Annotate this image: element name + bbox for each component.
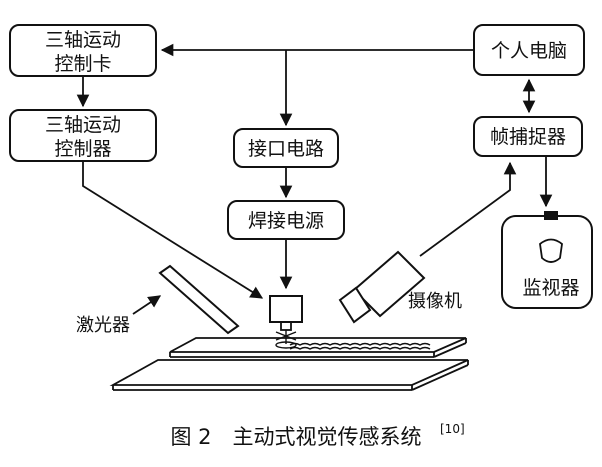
- caption-reference: [10]: [440, 422, 465, 436]
- controller-line2: 控制器: [54, 138, 111, 160]
- monitor-label: 监视器: [522, 277, 579, 299]
- monitor-connector: [544, 211, 558, 220]
- laser-label: 激光器: [76, 315, 130, 336]
- work-table: [109, 359, 469, 391]
- camera-device: [338, 250, 426, 324]
- interface-label: 接口电路: [248, 138, 324, 160]
- weld-seam: [289, 342, 431, 350]
- ctrl-card-line1: 三轴运动: [45, 29, 121, 51]
- monitor-screen-icon: [539, 238, 563, 263]
- box-frame-grabber: 帧捕捉器: [473, 116, 583, 157]
- pc-label: 个人电脑: [491, 40, 567, 62]
- box-3axis-control-card: 三轴运动 控制卡: [9, 24, 157, 77]
- arrow-camera-to-grabber: [419, 161, 517, 257]
- welding-torch: [269, 295, 303, 349]
- ctrl-card-line2: 控制卡: [54, 53, 111, 75]
- box-personal-computer: 个人电脑: [473, 24, 585, 76]
- figure-caption: 图 2 主动式视觉传感系统: [170, 425, 421, 449]
- frame-grabber-label: 帧捕捉器: [490, 126, 566, 148]
- camera-label: 摄像机: [408, 291, 462, 312]
- box-3axis-controller: 三轴运动 控制器: [9, 109, 157, 162]
- arrow-controller-to-torch: [82, 161, 264, 299]
- monitor: 监视器: [501, 211, 593, 309]
- controller-line1: 三轴运动: [45, 114, 121, 136]
- box-interface-circuit: 接口电路: [233, 128, 339, 168]
- workpiece: [169, 337, 467, 358]
- box-welding-power: 焊接电源: [227, 200, 345, 240]
- welding-power-label: 焊接电源: [248, 210, 324, 232]
- laser-pointer-line: [132, 295, 162, 315]
- laser-device: [158, 264, 240, 335]
